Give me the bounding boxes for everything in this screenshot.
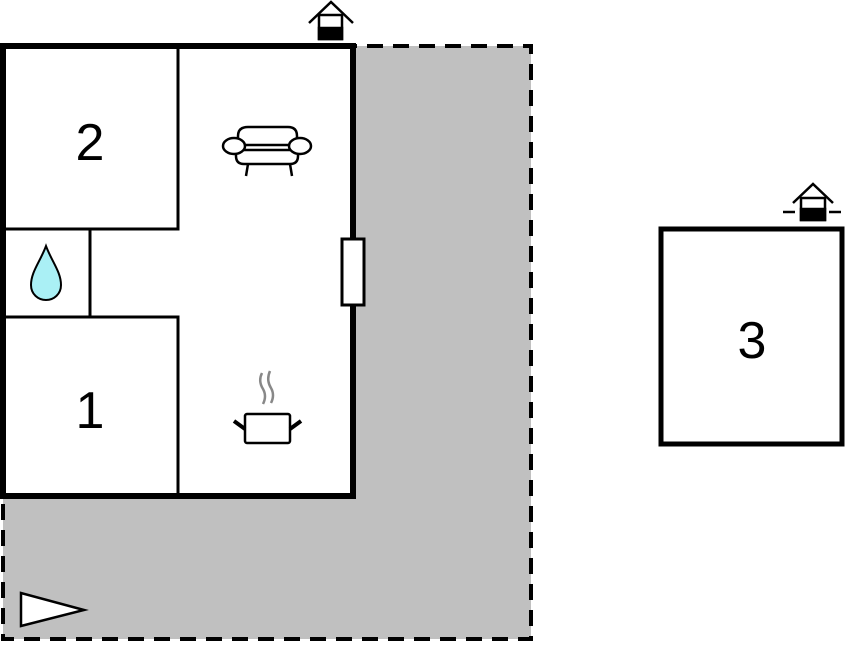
sofa-icon bbox=[221, 125, 313, 177]
interior-walls bbox=[3, 46, 180, 496]
room-label-1: 1 bbox=[76, 382, 105, 440]
water-drop-icon bbox=[29, 243, 63, 302]
cooking-pot-icon bbox=[232, 370, 303, 445]
room-label-3: 3 bbox=[738, 312, 767, 370]
annex-building-outline bbox=[658, 226, 845, 447]
triangle-flag-icon bbox=[19, 591, 89, 628]
window-icon bbox=[340, 237, 366, 307]
entrance-house-icon bbox=[308, 0, 354, 41]
entrance-house-icon bbox=[783, 182, 841, 222]
room-label-2: 2 bbox=[76, 114, 105, 172]
